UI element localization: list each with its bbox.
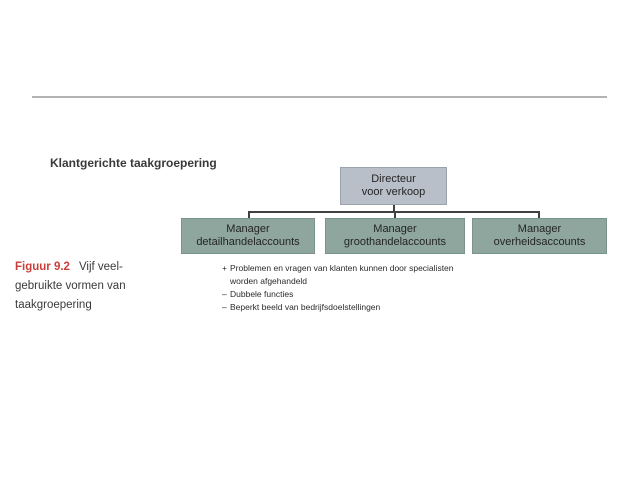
org-box-manager-overheid-line1: Manager <box>517 223 562 235</box>
diagram-title: Klantgerichte taakgroepering <box>50 156 217 170</box>
note-con-2: –Beperkt beeld van bedrijfsdoelstellinge… <box>222 301 454 314</box>
note-con-1: –Dubbele functies <box>222 288 454 301</box>
note-pro-line2: worden afgehandeld <box>230 276 308 286</box>
figure-caption-text-line2: gebruikte vormen van <box>15 280 126 292</box>
connector-stub-overheid <box>538 211 540 219</box>
pros-cons-notes: +Problemen en vragen van klanten kunnen … <box>222 262 454 314</box>
connector-stub-detailhandel <box>248 211 250 219</box>
note-con-2-text: Beperkt beeld van bedrijfsdoelstellingen <box>230 302 381 312</box>
figure-caption-line1: Figuur 9.2 Vijf veel- <box>15 258 185 277</box>
org-box-manager-groothandel: Manager groothandelaccounts <box>325 218 465 254</box>
figure-caption: Figuur 9.2 Vijf veel- gebruikte vormen va… <box>15 258 185 315</box>
org-box-directeur-line1: Directeur <box>371 173 416 185</box>
minus-sign: – <box>222 302 227 312</box>
plus-sign: + <box>222 263 227 273</box>
org-box-manager-detailhandel: Manager detailhandelaccounts <box>181 218 315 254</box>
org-box-manager-overheid: Manager overheidsaccounts <box>472 218 607 254</box>
org-box-directeur-line2: voor verkoop <box>361 186 426 198</box>
connector-horizontal <box>248 211 539 213</box>
figure-caption-text-line3: taakgroepering <box>15 299 92 311</box>
note-pro-text: Problemen en vragen van klanten kunnen d… <box>230 263 454 273</box>
note-con-1-text: Dubbele functies <box>230 289 294 299</box>
org-box-manager-groothandel-line2: groothandelaccounts <box>343 236 447 248</box>
org-box-manager-overheid-line2: overheidsaccounts <box>493 236 586 248</box>
figure-caption-text-line1: Vijf veel- <box>78 261 123 273</box>
connector-root-stub <box>393 205 395 212</box>
figure-number-label: Figuur 9.2 <box>15 261 70 273</box>
org-box-manager-detailhandel-line2: detailhandelaccounts <box>196 236 300 248</box>
connector-stub-groothandel <box>394 211 396 219</box>
org-box-directeur: Directeur voor verkoop <box>340 167 447 205</box>
minus-sign: – <box>222 289 227 299</box>
note-pro-line1: +Problemen en vragen van klanten kunnen … <box>222 262 454 275</box>
org-box-manager-groothandel-line1: Manager <box>373 223 417 235</box>
page-divider-rule <box>32 96 607 98</box>
org-box-manager-detailhandel-line1: Manager <box>226 223 270 235</box>
